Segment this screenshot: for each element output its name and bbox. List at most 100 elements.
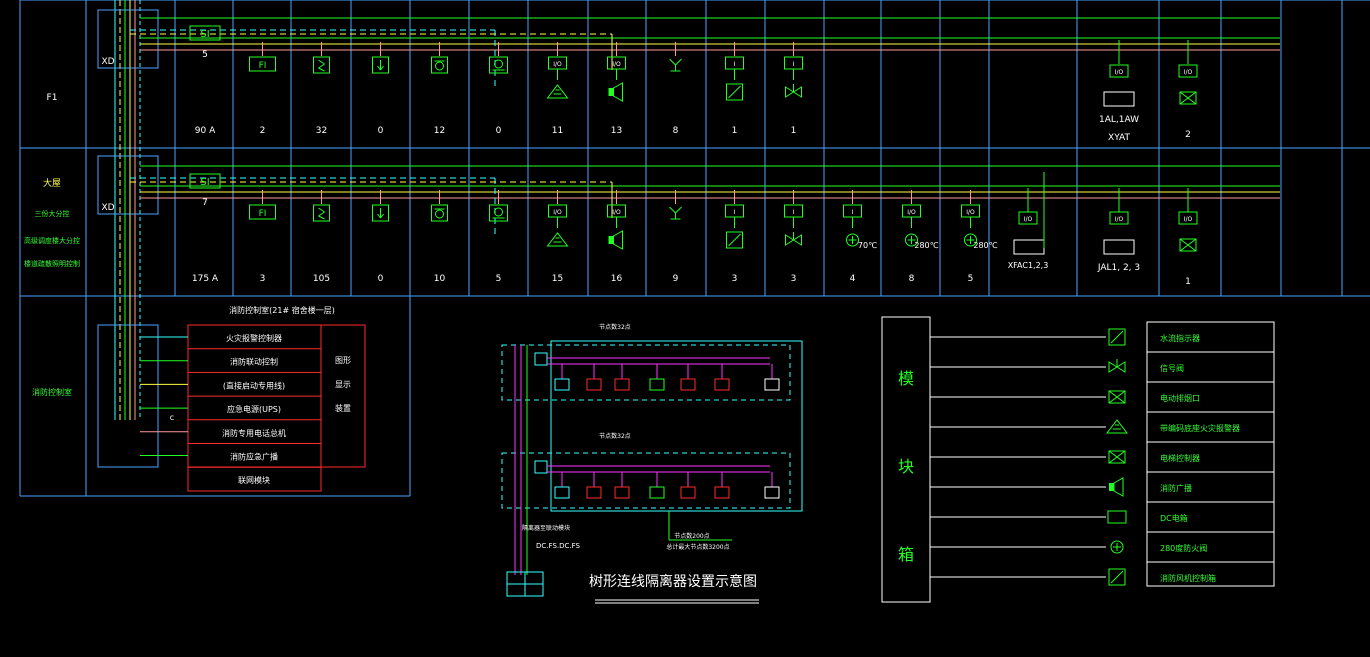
si-quantity: 5 [202,50,208,60]
icon-stroke [380,65,384,71]
device-count: 32 [316,126,327,136]
icon-stroke [726,231,743,249]
icon-stroke [1179,91,1197,105]
manual-icon [431,56,448,74]
riser-box-control [97,324,159,468]
device-count: 1 [1185,277,1191,287]
device-count: 10 [434,274,446,284]
isolator-note: 节点数200点 [674,532,709,540]
heat-icon [372,56,389,74]
fi-box [249,204,276,220]
isolator-device [764,378,780,391]
icon-stroke [964,233,977,247]
icon-stroke [435,61,444,71]
module-tag: I/O [1024,216,1033,223]
icon-stroke [318,67,325,72]
icon-stroke [905,233,918,247]
alarm-icon [546,84,569,99]
row-label-roof-sub: 三份大分控 [35,209,70,218]
control-room-item: 火灾报警控制器 [226,333,282,343]
control-side-label: 图形 [335,356,351,365]
module-tag: I/O [553,209,562,216]
isolator-device [554,486,570,499]
module-tag: I [793,61,795,68]
valve-icon [785,84,802,98]
icon-fill [608,88,614,96]
icon-stroke [1179,91,1197,105]
device-count: 0 [496,126,502,136]
device-count: 9 [673,274,679,284]
icon-stroke [372,204,389,222]
isolator-box [534,352,548,366]
panel-box [1103,91,1135,107]
icon-stroke [1178,64,1198,78]
isolator-note: 隔离器至联动模块 [522,524,570,532]
icon-stroke [431,56,448,74]
smoke-icon [313,56,330,74]
module-tag: I [734,61,736,68]
alarm-icon [546,232,569,247]
legend-item: 消防风机控制箱 [1160,573,1216,583]
device-count: 12 [434,126,445,136]
panel-label: JAL1, 2, 3 [1097,263,1140,273]
row-label-roof-sub: 高级调度楼大分控 [24,236,80,245]
module-tag: I/O [1115,216,1124,223]
icon-stroke [728,85,741,99]
icon-stroke [675,206,682,214]
control-room-item: 消防专用电话总机 [222,428,286,438]
device-count: 1 [732,126,738,136]
icon-stroke [1108,450,1126,464]
damper-icon [846,233,859,247]
hydrant-icon [669,206,682,220]
legend-item: 电动排烟口 [1160,393,1200,403]
icon-stroke [1179,238,1197,252]
isolator-note: 总计最大节点数3200点 [666,543,729,551]
icon-stroke [318,215,325,220]
row-label-control: 消防控制室 [32,387,72,397]
fi-label: FI [259,209,267,219]
icon-stroke [1107,510,1127,524]
damper-temp: 280℃ [914,241,938,250]
control-room-item: 应急电源(UPS) [227,404,281,414]
speaker-icon [608,82,623,102]
icon-stroke [1110,330,1124,344]
icon-stroke [318,63,325,69]
fi-label: FI [259,61,267,71]
icon-stroke [318,207,325,213]
control-room-item: (直接启动专用线) [223,380,285,390]
icon-stroke [494,207,503,217]
icon-stroke [1110,570,1124,584]
icon-stroke [1109,64,1129,78]
flow-icon [726,231,743,249]
heat-icon [372,204,389,222]
phone-icon [489,56,508,74]
control-side-label: 显示 [335,380,351,389]
device-count: 5 [968,274,974,284]
xd-box-1 [97,9,159,69]
icon-stroke [726,83,743,101]
panel-box [1103,239,1135,255]
fi-box [249,56,276,72]
module-tag: I/O [612,61,621,68]
valve-icon [785,232,802,246]
isolator-device [586,378,602,391]
icon-stroke [318,211,325,217]
device-count: 2 [1185,130,1191,140]
control-room-item: 联网模块 [238,475,270,485]
icon-stroke [613,230,623,250]
icon-stroke [546,84,569,99]
legend-item: 带编码底座火灾报警器 [1160,423,1240,433]
control-side-label: 装置 [335,403,351,413]
device-count: 4 [850,274,856,284]
icon-stroke [669,58,676,66]
icon-stroke [1108,390,1126,404]
fan-label: XFAC1,2,3 [1008,261,1049,270]
manual-icon [431,204,448,222]
si-quantity: 7 [202,198,208,208]
module-tag: I/O [907,209,916,216]
icon-stroke [669,206,676,214]
smoke-icon [313,204,330,222]
isolator-box [534,460,548,474]
speaker-icon [1109,477,1124,497]
